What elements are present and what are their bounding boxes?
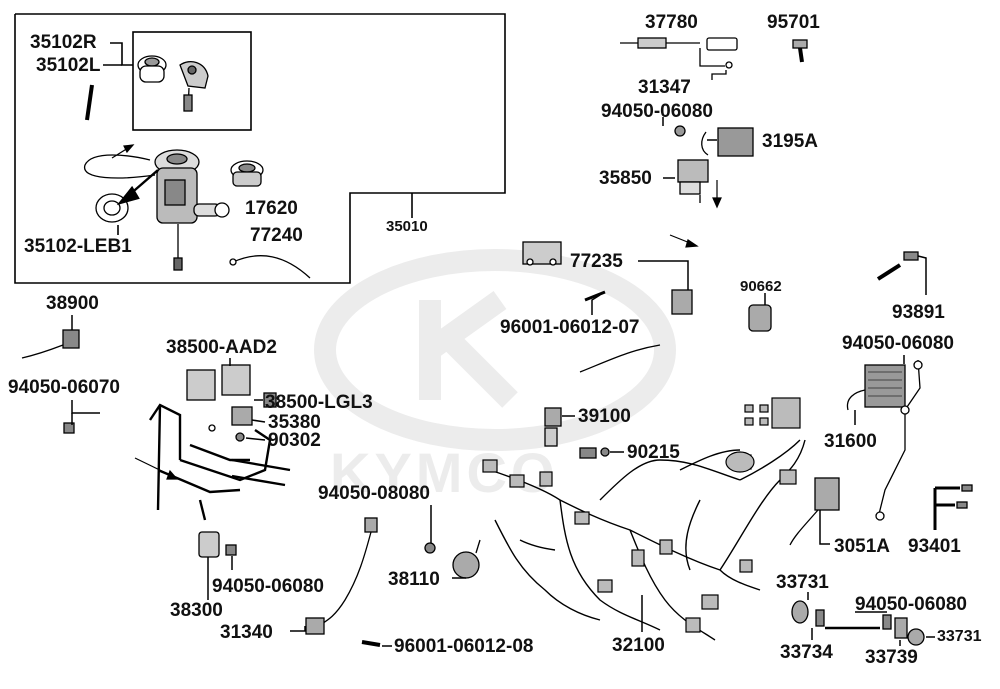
part-label-94050-06070: 94050-06070 (8, 377, 120, 398)
part-label-38500-LGL3: 38500-LGL3 (265, 392, 373, 413)
part-label-35102L: 35102L (36, 55, 101, 76)
ignition-kit-frame (14, 13, 506, 284)
part-label-94050-06080-a: 94050-06080 (601, 101, 713, 122)
main-wiring-harness-drawing (489, 439, 806, 641)
part-label-90215: 90215 (627, 442, 680, 463)
part-label-33731-b: 33731 (937, 628, 982, 645)
part-label-96001-06012-08: 96001-06012-08 (394, 636, 534, 657)
part-label-17620: 17620 (245, 198, 298, 219)
part-label-93891: 93891 (892, 302, 945, 323)
part-label-3195A: 3195A (762, 131, 818, 152)
key-cylinder-box (132, 31, 252, 131)
part-label-94050-06080-d: 94050-06080 (855, 594, 967, 615)
watermark-text: KYMCO (330, 441, 559, 504)
part-label-35010: 35010 (386, 218, 428, 235)
part-label-39100: 39100 (578, 406, 631, 427)
part-label-38900: 38900 (46, 293, 99, 314)
part-label-96001-06012-07: 96001-06012-07 (500, 317, 640, 338)
part-label-35380: 35380 (268, 412, 321, 433)
part-label-33739: 33739 (865, 647, 918, 668)
part-label-38300: 38300 (170, 600, 223, 621)
part-label-95701: 95701 (767, 12, 820, 33)
part-label-31340: 31340 (220, 622, 273, 643)
part-label-33734: 33734 (780, 642, 833, 663)
part-label-35102R: 35102R (30, 32, 97, 53)
part-label-31600: 31600 (824, 431, 877, 452)
part-label-32100: 32100 (612, 635, 665, 656)
part-label-3051A: 3051A (834, 536, 890, 557)
part-label-77240: 77240 (250, 225, 303, 246)
part-label-35850: 35850 (599, 168, 652, 189)
part-label-90302: 90302 (268, 430, 321, 451)
part-label-37780: 37780 (645, 12, 698, 33)
part-label-35102-LEB1: 35102-LEB1 (24, 236, 132, 257)
part-label-93401: 93401 (908, 536, 961, 557)
part-label-33731-a: 33731 (776, 572, 829, 593)
part-label-90662: 90662 (740, 278, 782, 295)
part-label-38500-AAD2: 38500-AAD2 (166, 337, 277, 358)
part-label-94050-08080: 94050-08080 (318, 483, 430, 504)
part-label-94050-06080-c: 94050-06080 (212, 576, 324, 597)
part-label-94050-06080-b: 94050-06080 (842, 333, 954, 354)
part-label-31347: 31347 (638, 77, 691, 98)
part-label-38110: 38110 (388, 569, 440, 590)
part-label-77235: 77235 (570, 251, 623, 272)
